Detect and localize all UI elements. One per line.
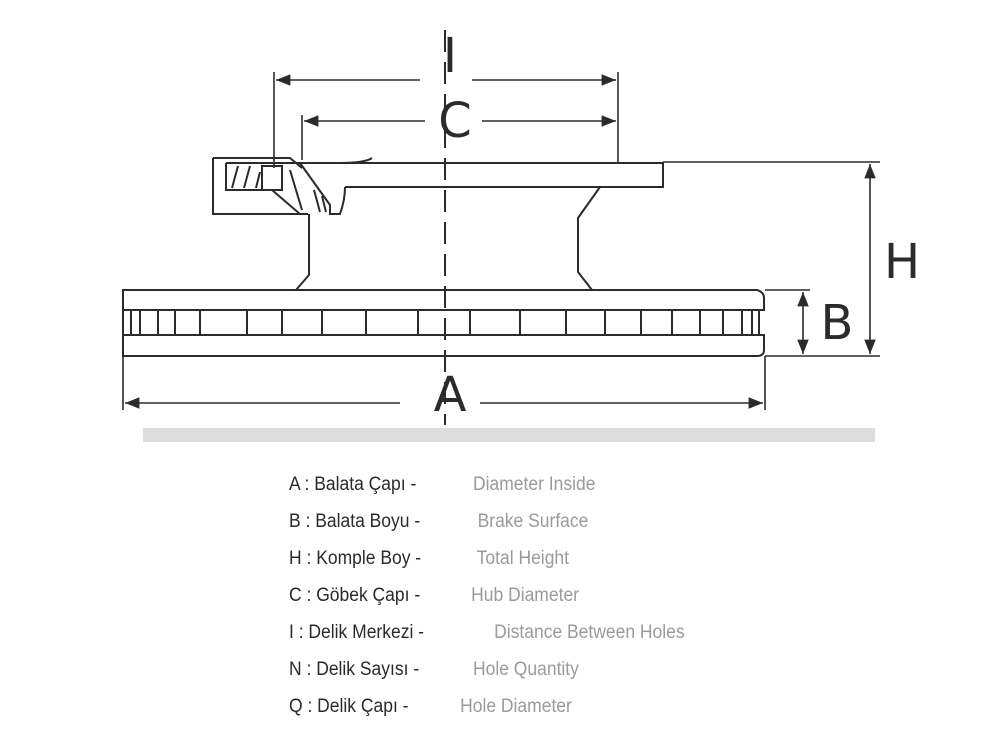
legend-item: Q : Delik Çapı - Hole Diameter (289, 696, 572, 718)
label-a: A (434, 367, 467, 423)
legend-item: I : Delik Merkezi - Distance Between Hole… (289, 622, 685, 644)
disc-hub (212, 157, 664, 291)
legend-item: C : Göbek Çapı - Hub Diameter (289, 585, 579, 607)
label-c: C (438, 93, 472, 149)
divider-bar (143, 428, 875, 442)
legend-item: B : Balata Boyu - Brake Surface (289, 511, 588, 533)
legend-tr: B : Balata Boyu - (289, 511, 421, 532)
legend-item: H : Komple Boy - Total Height (289, 548, 569, 570)
dimension-c: C (301, 93, 616, 160)
legend-tr: H : Komple Boy - (289, 548, 422, 569)
dimension-h: H (663, 161, 920, 357)
legend-en: Distance Between Holes (494, 622, 685, 643)
legend-tr: A : Balata Çapı - (289, 474, 417, 495)
legend-tr: N : Delik Sayısı - (289, 659, 420, 680)
legend-en: Total Height (476, 548, 569, 569)
legend-en: Hole Quantity (473, 659, 579, 680)
legend-item: N : Delik Sayısı - Hole Quantity (289, 659, 579, 681)
legend-en: Hub Diameter (471, 585, 580, 606)
label-b: B (821, 295, 854, 351)
dimension-b: B (765, 289, 854, 354)
legend-tr: Q : Delik Çapı - (289, 696, 409, 717)
legend-tr: I : Delik Merkezi - (289, 622, 425, 643)
dimension-i: I (273, 28, 619, 168)
dimension-a: A (122, 356, 766, 423)
legend-en: Brake Surface (477, 511, 589, 532)
label-i: I (443, 28, 457, 84)
legend-en: Hole Diameter (460, 696, 572, 717)
legend-tr: C : Göbek Çapı - (289, 585, 421, 606)
legend-item: A : Balata Çapı - Diameter Inside (289, 474, 595, 496)
label-h: H (884, 234, 920, 290)
disc-rotor (122, 289, 765, 357)
legend-en: Diameter Inside (473, 474, 596, 495)
